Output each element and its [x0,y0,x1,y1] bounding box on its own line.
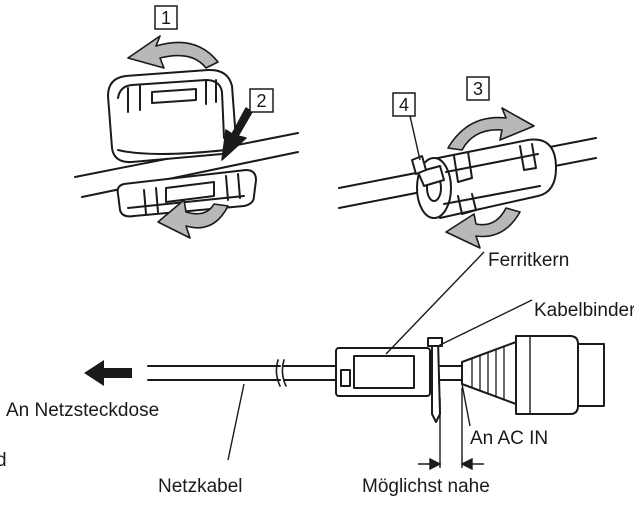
dimension-arrow-left [429,457,442,471]
core-lower-clip [165,181,215,203]
core-upper-clip [151,88,197,104]
step-number-4: 4 [399,95,409,115]
step-badge-2: 2 [249,88,274,113]
strain-relief [461,341,517,405]
distance-dimension [418,388,484,471]
core-lower-notch-right [225,173,241,201]
cut-off-text-fragment: d [0,450,7,471]
step-number-1: 1 [161,8,171,28]
rotate-arrow-bottom-right [445,207,521,249]
rotate-arrow-top-right [447,107,535,151]
label-ferrite-core: Ferritkern [488,250,569,271]
label-to-ac-in: An AC IN [470,428,548,449]
step-badge-1: 1 [154,5,178,30]
ac-in-leader [461,383,471,427]
core-latch-bottom [457,193,477,215]
step-number-3: 3 [473,79,483,99]
step-badge-4: 4 [392,92,421,161]
push-arrow [221,107,253,161]
core-upper-notch-left [127,85,141,113]
installed-core [335,347,431,397]
core-latch-top [453,151,473,183]
iec-plug-front [577,343,605,407]
installed-cable-tie [431,339,441,423]
cable-tie-tab [427,337,443,347]
cable-tie-leader [437,299,533,347]
rotate-arrow-top-left [127,35,219,69]
core-latch-right [519,143,537,171]
ferrite-core-leader [385,251,485,355]
core-upper-rim [117,149,227,155]
label-as-close-as-possible: Möglichst nahe [362,476,490,497]
label-power-cable: Netzkabel [158,476,243,497]
direction-arrow-left [84,360,132,386]
step-badge-3: 3 [466,76,490,101]
rotate-arrow-bottom-left [157,199,229,239]
label-to-outlet: An Netzsteckdose [6,400,159,421]
closed-ferrite-core-figure [338,137,597,219]
installed-core-latch [340,369,351,387]
cable-break-mark [275,359,287,387]
core-lower-notch-left [143,187,159,215]
core-upper-notch-right [205,79,217,105]
dimension-arrow-right [460,457,473,471]
iec-plug [515,335,579,415]
step-number-2: 2 [256,91,266,111]
core-lower-half [116,169,257,218]
label-cable-tie: Kabelbinder [534,300,634,321]
power-cable-leader [227,383,245,461]
step-4-leader [409,115,421,161]
core-lower-inner [127,195,245,209]
installed-assembly-figure [147,335,605,423]
cable-tie-head [411,155,427,175]
strain-relief-ribs [471,345,505,401]
connector-cable [439,365,463,381]
leader-lines [227,251,533,461]
installed-core-seam [353,355,415,389]
core-body [427,138,557,219]
